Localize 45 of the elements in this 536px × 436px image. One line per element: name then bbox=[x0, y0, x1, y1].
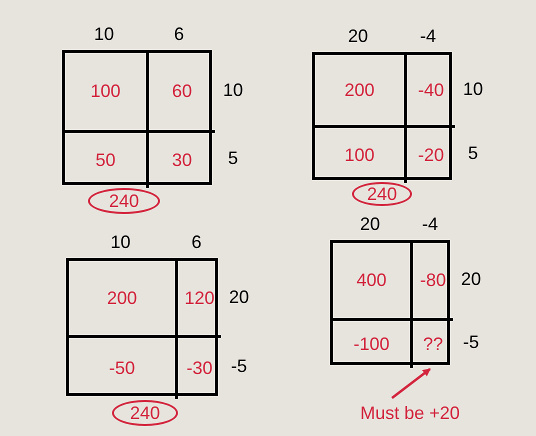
cell-value: -100 bbox=[353, 333, 390, 356]
column-factor: 10 bbox=[92, 23, 116, 46]
cell-value: ?? bbox=[422, 333, 444, 356]
row-factor: 5 bbox=[466, 142, 479, 164]
cell-value: 60 bbox=[172, 80, 192, 103]
circled-total: 240 bbox=[352, 182, 412, 206]
row-factor: 5 bbox=[226, 146, 239, 170]
grid-cell bbox=[69, 261, 178, 338]
cell-value: 30 bbox=[172, 149, 192, 172]
row-factor: -5 bbox=[230, 354, 248, 378]
area-grid bbox=[62, 50, 212, 185]
row-factor: 10 bbox=[222, 79, 244, 102]
arrow bbox=[391, 368, 431, 399]
cell-value: 120 bbox=[184, 286, 215, 310]
note-text: Must be +20 bbox=[350, 400, 470, 426]
row-factor: 20 bbox=[228, 286, 250, 308]
cell-value: 200 bbox=[106, 286, 138, 310]
cell-value: 50 bbox=[95, 149, 116, 172]
cell-value: 100 bbox=[344, 144, 375, 167]
column-factor: 20 bbox=[358, 213, 382, 236]
cell-value: 100 bbox=[90, 80, 121, 103]
row-factor: 20 bbox=[460, 268, 482, 291]
area-grid bbox=[312, 52, 452, 180]
cell-value: -30 bbox=[186, 357, 212, 380]
column-factor: 6 bbox=[172, 23, 185, 46]
grid-cell bbox=[315, 55, 407, 128]
cell-value: 200 bbox=[344, 78, 375, 102]
cell-value: -50 bbox=[108, 357, 135, 380]
column-factor: 20 bbox=[346, 25, 370, 48]
grid-cell bbox=[333, 243, 413, 321]
cell-value: -80 bbox=[420, 269, 446, 292]
cell-value: -40 bbox=[418, 78, 444, 102]
column-factor: -4 bbox=[418, 25, 437, 48]
row-factor: -5 bbox=[462, 330, 480, 354]
grid-cell bbox=[65, 53, 149, 133]
area-grid bbox=[330, 240, 450, 365]
row-factor: 10 bbox=[462, 78, 484, 100]
column-factor: -4 bbox=[420, 213, 439, 236]
column-factor: 10 bbox=[109, 231, 132, 254]
circled-total: 240 bbox=[112, 400, 178, 426]
area-grid bbox=[66, 258, 218, 396]
circled-total: 240 bbox=[88, 188, 160, 214]
column-factor: 6 bbox=[190, 231, 202, 254]
cell-value: 400 bbox=[356, 269, 387, 292]
cell-value: -20 bbox=[418, 144, 444, 167]
